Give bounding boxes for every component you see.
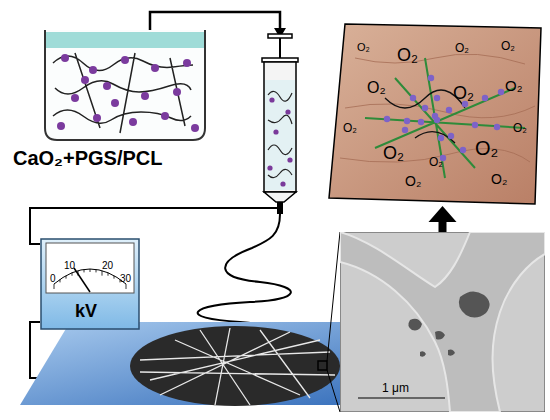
- cao2-particle: [472, 122, 478, 128]
- skin-texture: [340, 54, 535, 162]
- cao2-particle: [183, 59, 191, 67]
- oxygen-label: O₂: [513, 122, 527, 134]
- cao2-particle: [494, 124, 500, 130]
- cao2-particle: [460, 147, 466, 153]
- cao2-particle: [173, 88, 181, 96]
- dial-tick: [54, 284, 55, 289]
- cao2-particle: [422, 105, 428, 111]
- scale-label: 30: [120, 274, 131, 284]
- tem-inset-node: 1 μm: [340, 232, 545, 412]
- tem-background: [340, 232, 545, 412]
- cao2-particle: [93, 114, 101, 122]
- nanoparticle: [408, 291, 489, 356]
- oxygen-label: O₂: [405, 174, 421, 188]
- cao2-particle: [191, 124, 199, 132]
- fiber-image: [340, 232, 545, 412]
- cao2-particle: [81, 76, 89, 84]
- cao2-particle: [384, 116, 390, 122]
- dial-tick: [90, 269, 91, 272]
- cao2-particle: [103, 82, 111, 90]
- cao2-particle: [410, 95, 416, 101]
- node-label: CaO₂+PGS/PCL: [13, 148, 162, 168]
- fiber-strands: [140, 328, 335, 405]
- cao2-particle: [89, 66, 97, 74]
- dial-tick: [96, 269, 97, 272]
- skin-panel: [329, 24, 541, 204]
- cao2-particle: [57, 122, 65, 130]
- cao2-particle: [418, 119, 424, 125]
- oxygen-label: O₂: [367, 80, 386, 96]
- dial-tick: [60, 279, 61, 282]
- dial-tick: [102, 271, 103, 276]
- thick-arrow: [429, 206, 457, 232]
- cao2-particle: [61, 54, 69, 62]
- dial-tick: [66, 276, 67, 279]
- oxygen-label: O₂: [475, 138, 498, 158]
- cao2-particle: [151, 64, 159, 72]
- voltmeter-node: 0 10 20 30 kV: [40, 238, 140, 330]
- cao2-particle: [446, 107, 452, 113]
- node-label: 1 μm: [382, 382, 409, 394]
- oxygen-label: O₂: [453, 84, 474, 102]
- cao2-particle: [161, 112, 169, 120]
- cao2-particle: [404, 118, 410, 124]
- oxygen-label: O₂: [429, 156, 443, 168]
- scale-bar: [358, 397, 445, 398]
- polymer-chains: [53, 53, 193, 133]
- zoom-line: [327, 370, 340, 412]
- oxygen-label: O₂: [455, 42, 469, 54]
- cao2-particle: [402, 127, 408, 133]
- oxygen-label: O₂: [383, 144, 404, 162]
- oxygen-label: O₂: [505, 78, 523, 93]
- cao2-particle: [434, 117, 440, 123]
- cao2-particle: [111, 99, 119, 107]
- arrow-shaft: [439, 220, 447, 232]
- oxygen-label: O₂: [397, 46, 418, 64]
- oxygen-label: O₂: [491, 172, 507, 186]
- zoom-line: [327, 232, 340, 361]
- cao2-particle: [482, 95, 488, 101]
- cao2-particle: [121, 56, 129, 64]
- skin-node: O₂O₂O₂O₂O₂O₂O₂O₂O₂O₂O₂O₂O₂O₂: [325, 18, 545, 208]
- dial-arc: [54, 269, 126, 284]
- dial-tick: [108, 273, 109, 276]
- scale-label: kV: [75, 302, 97, 320]
- fiber-mat: [130, 326, 340, 406]
- meter-case: [41, 239, 139, 329]
- cao2-particle: [71, 94, 79, 102]
- liquid-surface: [46, 32, 204, 48]
- scale-label: 10: [64, 261, 75, 271]
- oxygen-label: O₂: [343, 122, 357, 134]
- beaker-glass: [45, 30, 205, 140]
- cao2-particle: [428, 75, 434, 81]
- scale-label: 0: [50, 274, 56, 284]
- syringe: [262, 34, 298, 214]
- dial-tick: [72, 273, 73, 276]
- meter-dial: [46, 243, 134, 293]
- dial-tick: [114, 276, 115, 279]
- arrow-head: [429, 206, 457, 222]
- cao2-particle: [448, 133, 454, 139]
- zoom-box: [318, 361, 327, 370]
- cao2-particle: [434, 95, 440, 101]
- oxygen-label: O₂: [357, 42, 370, 53]
- cao2-particle: [141, 92, 149, 100]
- dial-tick: [126, 284, 127, 289]
- dial-needle: [74, 268, 90, 292]
- oxygen-label: O₂: [501, 40, 515, 52]
- tem-image: [340, 232, 545, 412]
- cao2-particle: [438, 135, 444, 141]
- scale-label: 20: [102, 261, 113, 271]
- cao2-particle: [129, 118, 137, 126]
- cao2-particle: [498, 89, 504, 95]
- beaker-node: CaO₂+PGS/PCL: [5, 8, 215, 178]
- nanofiber: [365, 58, 525, 178]
- dial-tick: [84, 269, 85, 272]
